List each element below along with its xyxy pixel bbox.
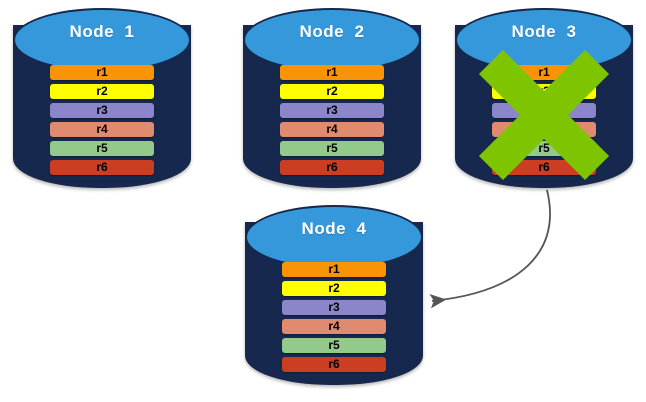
- row-r1[interactable]: r1: [280, 65, 384, 80]
- row-r6[interactable]: r6: [50, 160, 154, 175]
- node-4[interactable]: Node 4 r1 r2 r3 r4 r5 r6: [245, 205, 423, 385]
- row-r4[interactable]: r4: [492, 122, 596, 137]
- row-r3[interactable]: r3: [492, 103, 596, 118]
- node-2-rows: r1 r2 r3 r4 r5 r6: [243, 8, 421, 188]
- node-2-top-disc: [243, 8, 421, 72]
- node-1-top-disc: [13, 8, 191, 72]
- row-r2[interactable]: r2: [50, 84, 154, 99]
- row-r2[interactable]: r2: [492, 84, 596, 99]
- node-4-rows: r1 r2 r3 r4 r5 r6: [245, 205, 423, 385]
- row-r1[interactable]: r1: [492, 65, 596, 80]
- row-r2[interactable]: r2: [282, 281, 386, 296]
- row-r2[interactable]: r2: [280, 84, 384, 99]
- row-r1[interactable]: r1: [50, 65, 154, 80]
- node-2[interactable]: Node 2 r1 r2 r3 r4 r5 r6: [243, 8, 421, 188]
- row-r1[interactable]: r1: [282, 262, 386, 277]
- node-1-title: Node 1: [69, 22, 135, 41]
- node-4-title: Node 4: [301, 219, 367, 238]
- node-3-title: Node 3: [511, 22, 577, 41]
- row-r6[interactable]: r6: [282, 357, 386, 372]
- row-r3[interactable]: r3: [280, 103, 384, 118]
- row-r4[interactable]: r4: [282, 319, 386, 334]
- node-3-rows: r1 r2 r3 r4 r5 r6: [455, 8, 633, 188]
- row-r6[interactable]: r6: [280, 160, 384, 175]
- row-r5[interactable]: r5: [50, 141, 154, 156]
- row-r4[interactable]: r4: [280, 122, 384, 137]
- node-3[interactable]: Node 3 r1 r2 r3 r4 r5 r6: [455, 8, 633, 188]
- node-2-title: Node 2: [299, 22, 365, 41]
- row-r5[interactable]: r5: [282, 338, 386, 353]
- row-r3[interactable]: r3: [50, 103, 154, 118]
- row-r3[interactable]: r3: [282, 300, 386, 315]
- node-1[interactable]: Node 1 r1 r2 r3 r4 r5 r6: [13, 8, 191, 188]
- node-1-rows: r1 r2 r3 r4 r5 r6: [13, 8, 191, 188]
- failover-arrow-icon: [429, 189, 551, 309]
- row-r5[interactable]: r5: [492, 141, 596, 156]
- row-r4[interactable]: r4: [50, 122, 154, 137]
- row-r5[interactable]: r5: [280, 141, 384, 156]
- row-r6[interactable]: r6: [492, 160, 596, 175]
